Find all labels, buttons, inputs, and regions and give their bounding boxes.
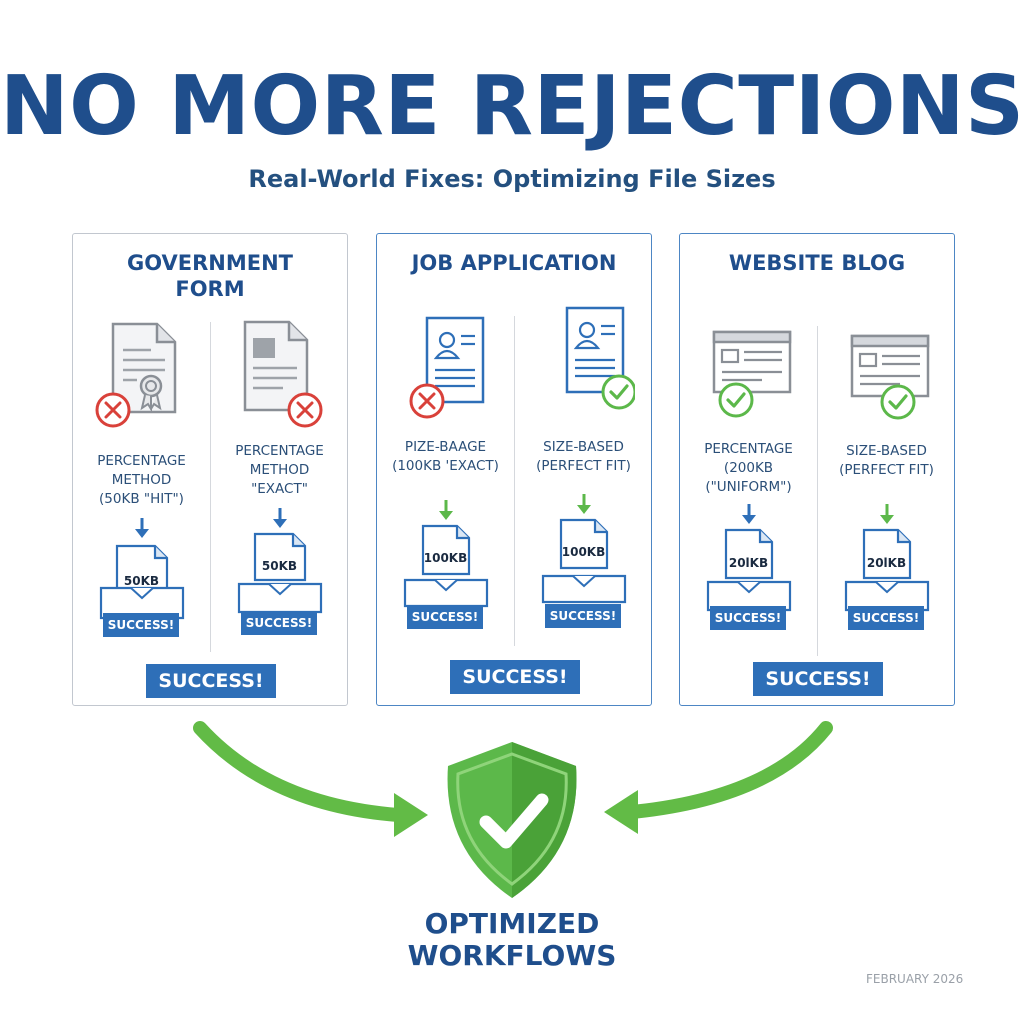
outcome-label: OPTIMIZED WORKFLOWS — [407, 907, 617, 972]
curved-arrow-icon — [604, 721, 833, 834]
column-size-badge: PIZE-BAAGE (100KB 'EXACT) 100KB SUCCESS! — [377, 234, 514, 705]
success-badge: SUCCESS! — [710, 606, 786, 630]
upload-tray-icon — [706, 504, 792, 612]
panel-job-application: JOB APPLICATION PIZE-BAAGE (100KB 'EXACT… — [376, 233, 652, 706]
file-size-label: 100KB — [423, 551, 468, 565]
down-arrow-icon — [742, 504, 756, 524]
upload-tray-icon — [844, 504, 930, 612]
panel-success-banner: SUCCESS! — [450, 660, 580, 694]
curved-arrow-icon — [193, 721, 428, 837]
upload-tray-icon — [541, 494, 627, 604]
panel-website-blog: WEBSITE BLOG PERCENTAGE (200KB ("UNIFORM… — [679, 233, 955, 706]
x-circle-icon — [409, 383, 445, 419]
column-percentage-exact: PERCENTAGE METHOD "EXACT" 50KB SUCCESS! — [211, 234, 348, 705]
shield-check-icon — [447, 742, 577, 898]
certificate-document-icon — [95, 322, 177, 428]
upload-tray-icon — [99, 518, 185, 620]
resume-document-icon — [565, 306, 635, 410]
page-subtitle: Real-World Fixes: Optimizing File Sizes — [248, 165, 776, 193]
success-badge: SUCCESS! — [103, 613, 179, 637]
browser-window-icon — [850, 334, 930, 420]
panel-success-banner: SUCCESS! — [753, 662, 883, 696]
method-label: PERCENTAGE METHOD "EXACT" — [235, 443, 324, 497]
panel-title: WEBSITE BLOG — [728, 251, 906, 275]
panel-government-form: GOVERNMENT FORM PERCENTAGE METHOD (50KB … — [72, 233, 348, 706]
x-circle-icon — [287, 392, 323, 428]
down-arrow-icon — [880, 504, 894, 524]
method-label: PIZE-BAAGE (100KB 'EXACT) — [392, 439, 499, 474]
method-label: PERCENTAGE METHOD (50KB "HIT") — [97, 453, 186, 507]
column-divider — [210, 322, 211, 652]
method-label: SIZE-BASED (PERFECT FIT) — [536, 439, 631, 474]
browser-window-icon — [712, 330, 792, 418]
column-divider — [514, 316, 515, 646]
column-percentage-uniform: PERCENTAGE (200KB ("UNIFORM") 20lKB SUCC… — [680, 234, 817, 705]
success-badge: SUCCESS! — [407, 605, 483, 629]
check-circle-icon — [601, 374, 635, 410]
check-circle-icon — [718, 382, 754, 418]
resume-document-icon — [409, 316, 485, 419]
panel-title: JOB APPLICATION — [411, 251, 617, 275]
column-size-based: SIZE-BASED (PERFECT FIT) 20lKB SUCCESS! — [818, 234, 955, 705]
column-percentage-method: PERCENTAGE METHOD (50KB "HIT") 50KB SUCC… — [73, 234, 210, 705]
x-circle-icon — [95, 392, 131, 428]
page-title: NO MORE REJECTIONS — [0, 59, 1024, 154]
file-size-label: 100KB — [561, 545, 606, 559]
panel-success-banner: SUCCESS! — [146, 664, 276, 698]
column-divider — [817, 326, 818, 656]
method-label: SIZE-BASED (PERFECT FIT) — [839, 443, 934, 478]
down-arrow-icon — [273, 508, 287, 528]
method-label: PERCENTAGE (200KB ("UNIFORM") — [704, 441, 793, 495]
panel-title: GOVERNMENT FORM — [126, 251, 293, 301]
success-badge: SUCCESS! — [848, 606, 924, 630]
success-badge: SUCCESS! — [545, 604, 621, 628]
upload-tray-icon — [237, 508, 323, 614]
image-document-icon — [243, 320, 323, 428]
down-arrow-icon — [577, 494, 591, 514]
column-size-based: SIZE-BASED (PERFECT FIT) 100KB SUCCESS! — [515, 234, 652, 705]
check-circle-icon — [880, 384, 916, 420]
upload-tray-icon — [403, 500, 489, 608]
file-size-label: 50KB — [261, 559, 298, 573]
down-arrow-icon — [439, 500, 453, 520]
date-stamp: FEBRUARY 2026 — [866, 972, 964, 986]
success-badge: SUCCESS! — [241, 611, 317, 635]
file-size-label: 20lKB — [866, 556, 907, 570]
file-size-label: 20lKB — [728, 556, 769, 570]
file-size-label: 50KB — [123, 574, 160, 588]
down-arrow-icon — [135, 518, 149, 538]
